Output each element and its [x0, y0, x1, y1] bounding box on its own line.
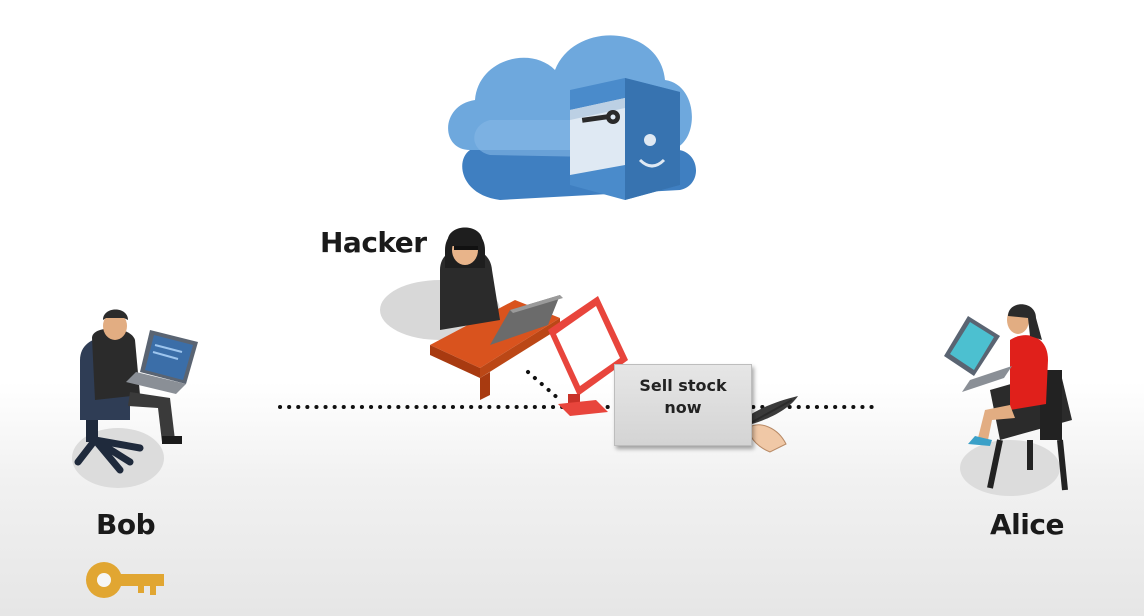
message-note-text: Sell stock now [639, 376, 727, 417]
message-note: Sell stock now [614, 364, 752, 446]
monitor-icon [548, 296, 628, 416]
bob-figure [72, 309, 198, 488]
key-in-drawer-icon [581, 110, 620, 124]
hacker-figure [380, 227, 563, 400]
bob-label: Bob [96, 508, 156, 541]
drawer-icon [570, 78, 680, 200]
interception-line [526, 370, 562, 402]
alice-figure [944, 304, 1072, 496]
bob-key-icon [86, 562, 164, 598]
signing-hand-icon [689, 396, 798, 453]
cloud-storage-icon [448, 35, 697, 200]
hacker-label: Hacker [320, 226, 427, 259]
alice-label: Alice [990, 508, 1064, 541]
